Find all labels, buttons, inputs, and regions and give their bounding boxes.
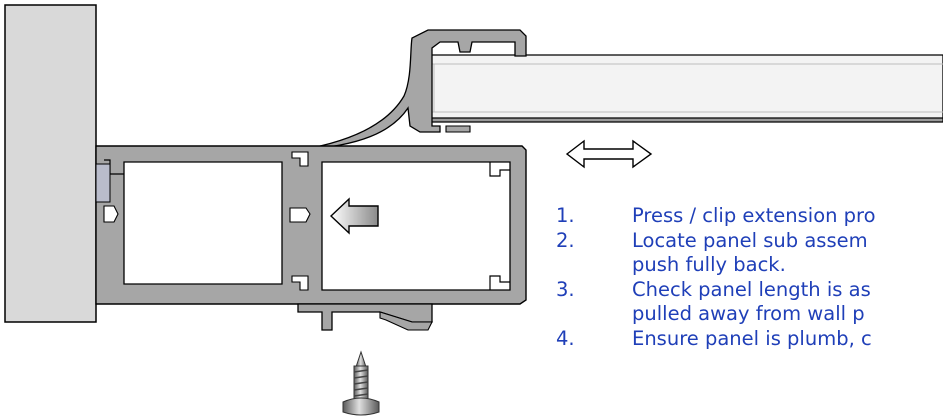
instruction-step: 1. Press / clip extension pro xyxy=(556,204,943,229)
glass-panel xyxy=(419,54,943,123)
screw-icon xyxy=(342,350,380,416)
step-text: pulled away from wall p xyxy=(632,302,865,325)
step-text: Ensure panel is plumb, c xyxy=(632,326,872,350)
instruction-step: 2. Locate panel sub assem push fully bac… xyxy=(556,229,943,278)
instruction-step: 4. Ensure panel is plumb, c xyxy=(556,327,943,352)
left-arrow-icon xyxy=(329,197,379,235)
double-arrow-icon xyxy=(565,139,653,169)
step-number: 1. xyxy=(556,204,575,227)
step-text: Locate panel sub assem xyxy=(632,228,868,252)
frame-profile xyxy=(95,145,527,331)
step-text: push fully back. xyxy=(632,253,786,276)
step-number: 3. xyxy=(556,277,575,301)
instruction-list: 1. Press / clip extension pro 2. Locate … xyxy=(556,204,943,351)
extension-profile xyxy=(299,29,527,151)
wall xyxy=(4,4,97,323)
step-number: 2. xyxy=(556,228,575,252)
step-text: Press / clip extension pro xyxy=(632,204,876,227)
step-text: Check panel length is as xyxy=(632,277,871,301)
seal-strip xyxy=(95,163,111,203)
step-number: 4. xyxy=(556,326,575,350)
instruction-step: 3. Check panel length is as pulled away … xyxy=(556,278,943,327)
